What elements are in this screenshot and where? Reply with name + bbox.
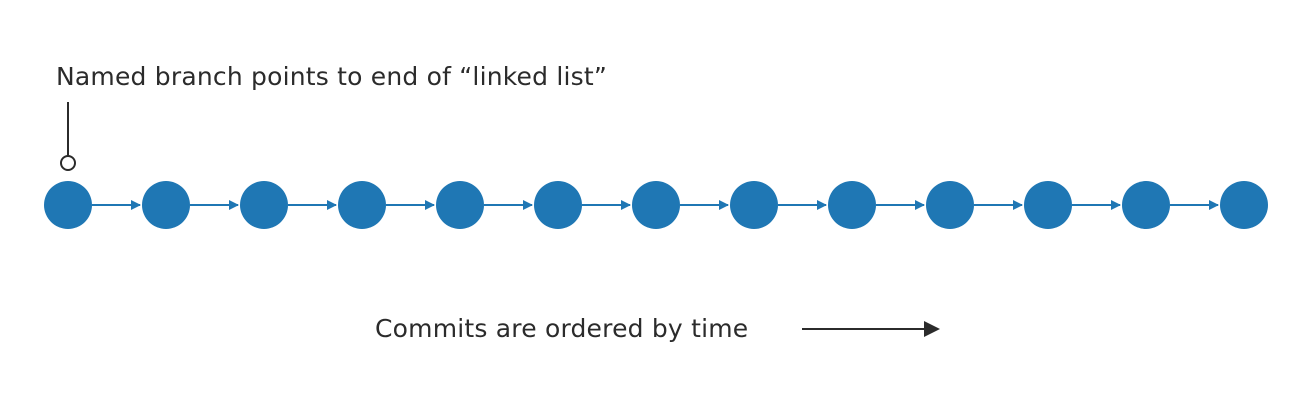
commit-node xyxy=(926,181,974,229)
commit-node xyxy=(828,181,876,229)
commit-node xyxy=(436,181,484,229)
commit-node xyxy=(142,181,190,229)
commit-node xyxy=(632,181,680,229)
commit-node xyxy=(1122,181,1170,229)
commit-node xyxy=(44,181,92,229)
commit-node xyxy=(240,181,288,229)
commit-node xyxy=(534,181,582,229)
branch-annotation-label: Named branch points to end of “linked li… xyxy=(56,62,608,91)
commit-node xyxy=(730,181,778,229)
branch-pointer xyxy=(60,102,76,171)
commit-chain xyxy=(44,181,1268,229)
time-order-caption: Commits are ordered by time xyxy=(375,314,749,343)
commit-node xyxy=(1024,181,1072,229)
commit-node xyxy=(338,181,386,229)
commit-node xyxy=(1220,181,1268,229)
pointer-circle-icon xyxy=(60,155,76,171)
